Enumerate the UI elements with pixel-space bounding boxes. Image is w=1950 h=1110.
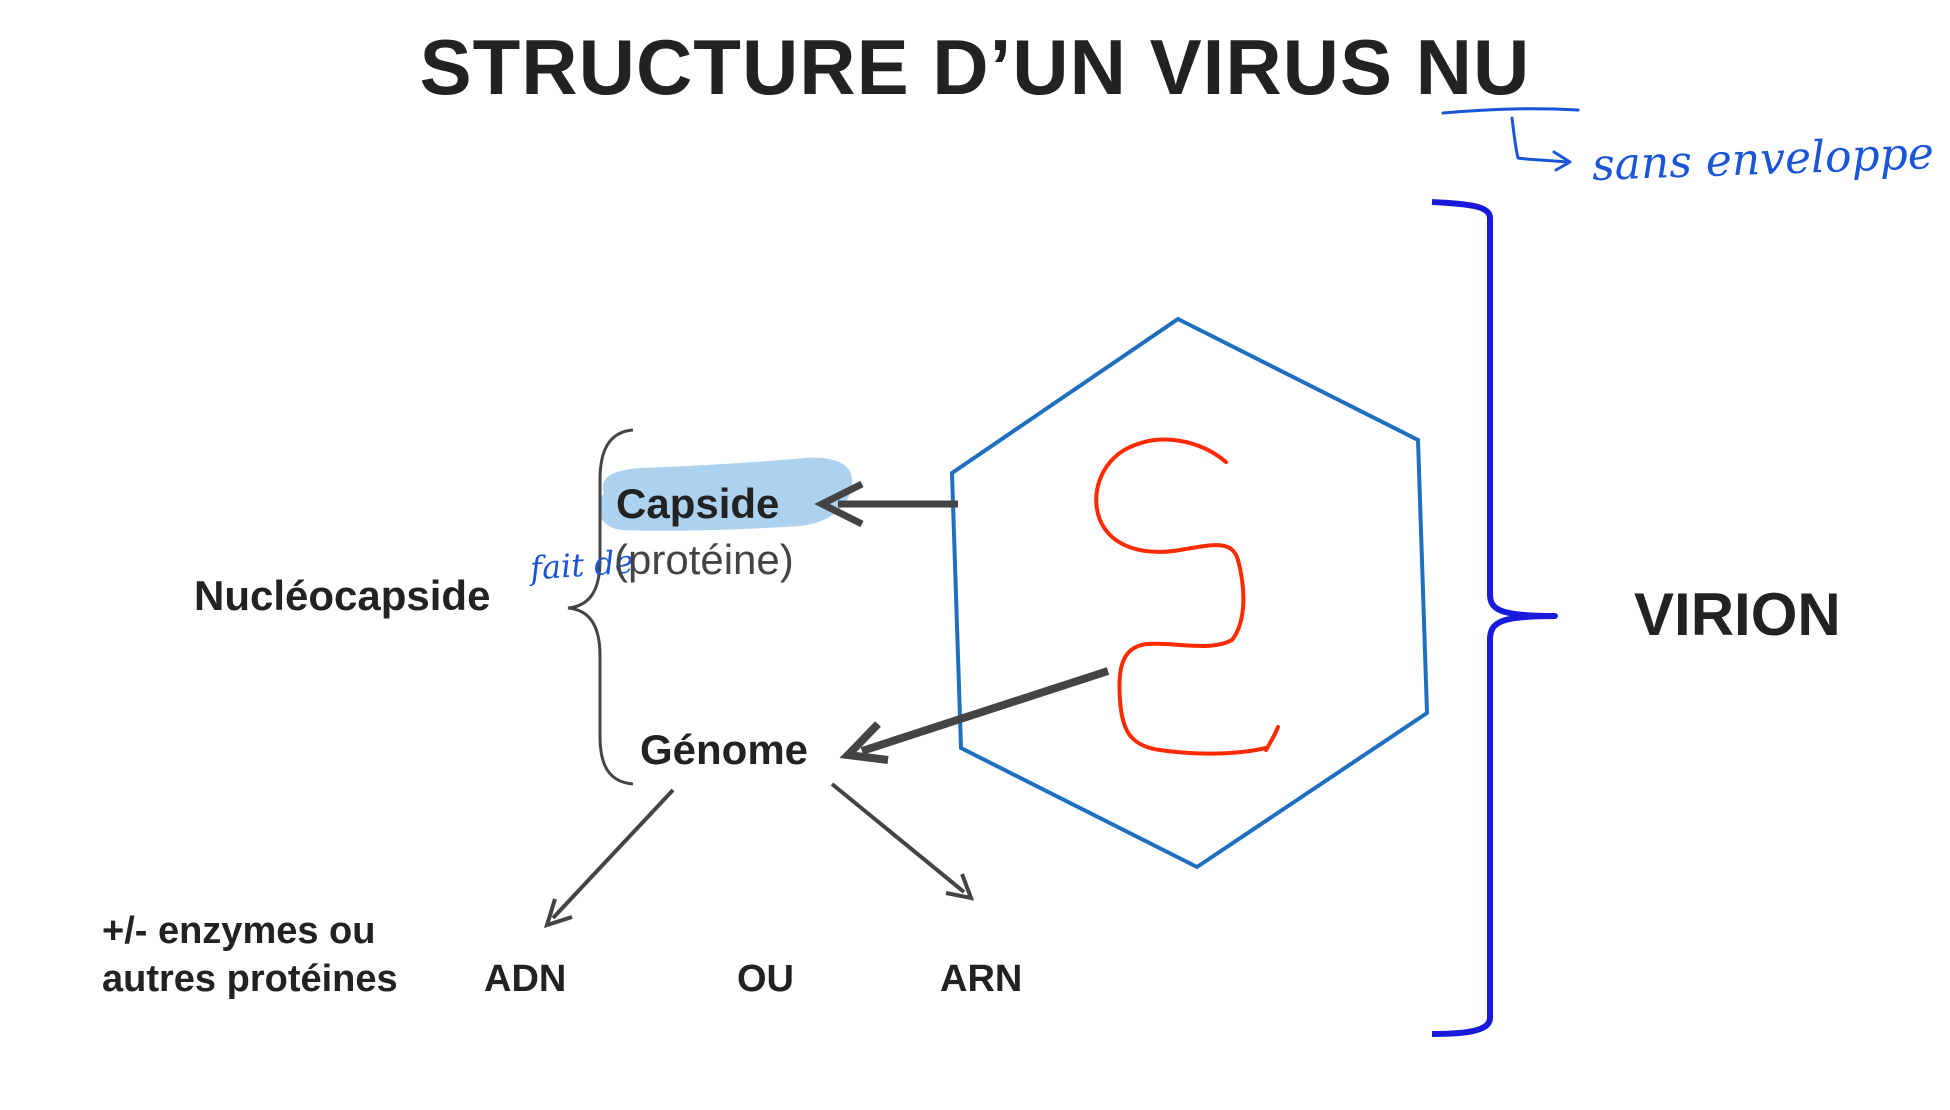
capside-highlight [598, 457, 853, 531]
label-adn: ADN [484, 958, 567, 1000]
arrow-genome-to-arn [830, 782, 966, 894]
handwritten-hook-arrow [1510, 116, 1572, 172]
arrow-genome-to-arn-head [945, 873, 975, 901]
label-enzymes-line1: +/- enzymes ou [102, 910, 376, 952]
virion-bracket [1431, 199, 1558, 1037]
label-proteine: (protéine) [614, 536, 794, 583]
label-genome: Génome [640, 726, 809, 773]
arrow-genome-to-adn [551, 788, 675, 920]
label-virion: VIRION [1634, 581, 1841, 648]
nucleocapside-brace [567, 428, 634, 786]
genome-strand [1094, 437, 1280, 756]
page-title: STRUCTURE D’UN VIRUS NU [419, 23, 1531, 111]
arrow-to-genome [860, 667, 1110, 755]
arrow-to-genome-head [839, 721, 889, 764]
label-arn: ARN [940, 958, 1023, 1000]
label-ou: OU [737, 958, 794, 1000]
arrow-genome-to-adn-head [543, 898, 573, 929]
label-nucleocapside: Nucléocapside [194, 572, 491, 619]
handwritten-underline [1441, 107, 1580, 115]
label-enzymes-line2: autres protéines [102, 958, 398, 1000]
label-capside: Capside [616, 480, 780, 527]
capsid-hexagon [949, 316, 1430, 870]
arrow-to-capside-head [814, 480, 864, 528]
